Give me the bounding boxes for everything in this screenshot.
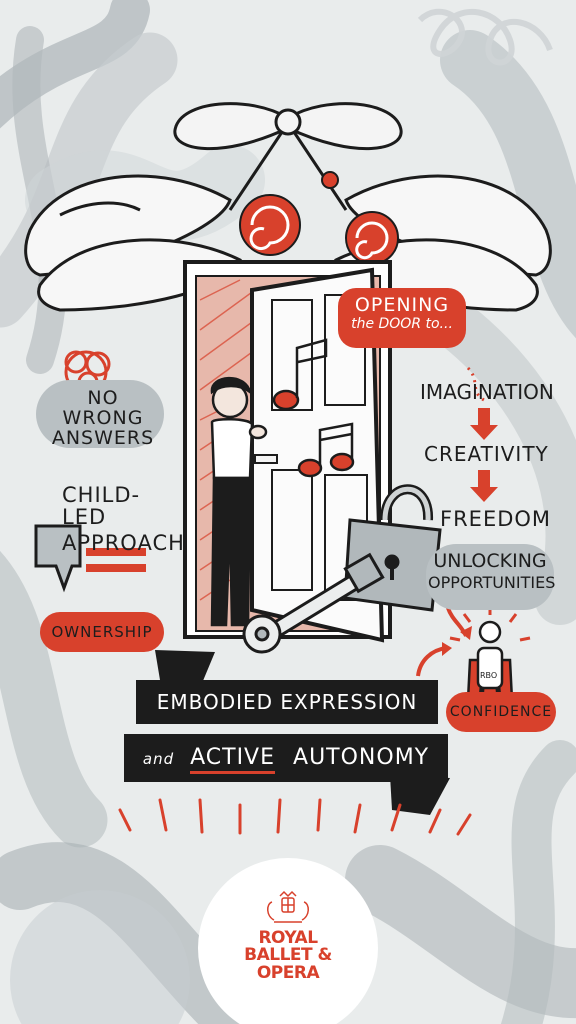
banner-line2: and ACTIVE AUTONOMY <box>124 734 448 782</box>
hero-badge-text: RBO <box>480 671 498 680</box>
banner-line1: EMBODIED EXPRESSION <box>136 680 438 724</box>
banner-active-text: ACTIVE <box>190 745 276 774</box>
logo-line1: ROYAL <box>258 928 318 948</box>
opening-the-door-badge: OPENING the DOOR to... <box>338 288 466 348</box>
no-wrong-line1: NO WRONG <box>62 387 144 429</box>
red-sparkles <box>118 798 472 836</box>
music-notes <box>272 338 355 478</box>
child-figure <box>210 376 268 627</box>
banner-and-text: and <box>142 750 175 768</box>
unlocking-line2: OPPORTUNITIES <box>428 572 556 592</box>
ownership-badge: OWNERSHIP <box>40 612 164 652</box>
logo-line3: OPERA <box>256 962 320 983</box>
key <box>242 552 385 654</box>
no-wrong-line2: ANSWERS <box>51 426 155 449</box>
child-led-line1: CHILD-LED <box>62 483 141 530</box>
freedom-label: FREEDOM <box>440 507 552 531</box>
no-wrong-answers-label: NO WRONG ANSWERS <box>48 387 158 449</box>
logo-line2: BALLET & <box>244 945 332 966</box>
child-led-line2: APPROACH <box>62 531 185 556</box>
ribbon-bow <box>173 102 403 211</box>
padlock <box>343 484 442 612</box>
banner-line1-text: EMBODIED EXPRESSION <box>156 690 418 714</box>
unlocking-opportunities-label: UNLOCKING OPPORTUNITIES <box>428 550 556 592</box>
banner-autonomy-text: AUTONOMY <box>293 745 430 770</box>
no-wrong-answers-bubble <box>36 380 164 448</box>
flow-arrows <box>470 408 498 502</box>
logo-wordmark: ROYAL BALLET & OPERA <box>228 928 348 983</box>
royal-crest-logo <box>267 890 309 923</box>
imagination-label: IMAGINATION <box>420 380 554 404</box>
red-swirls <box>239 171 399 265</box>
confidence-badge: CONFIDENCE <box>446 692 556 732</box>
unlocking-line1: UNLOCKING <box>433 550 547 572</box>
creativity-label: CREATIVITY <box>424 442 549 466</box>
unlocking-opportunities-bubble <box>426 544 554 610</box>
speech-bubble-icon <box>34 524 82 593</box>
child-led-approach-label: CHILD-LED APPROACH <box>62 483 185 556</box>
opening-line2: the DOOR to... <box>351 316 453 332</box>
ownership-text: OWNERSHIP <box>51 623 153 641</box>
opening-line1: OPENING <box>354 294 450 316</box>
confidence-text: CONFIDENCE <box>449 704 553 720</box>
ballet-shoes-left <box>24 174 242 312</box>
